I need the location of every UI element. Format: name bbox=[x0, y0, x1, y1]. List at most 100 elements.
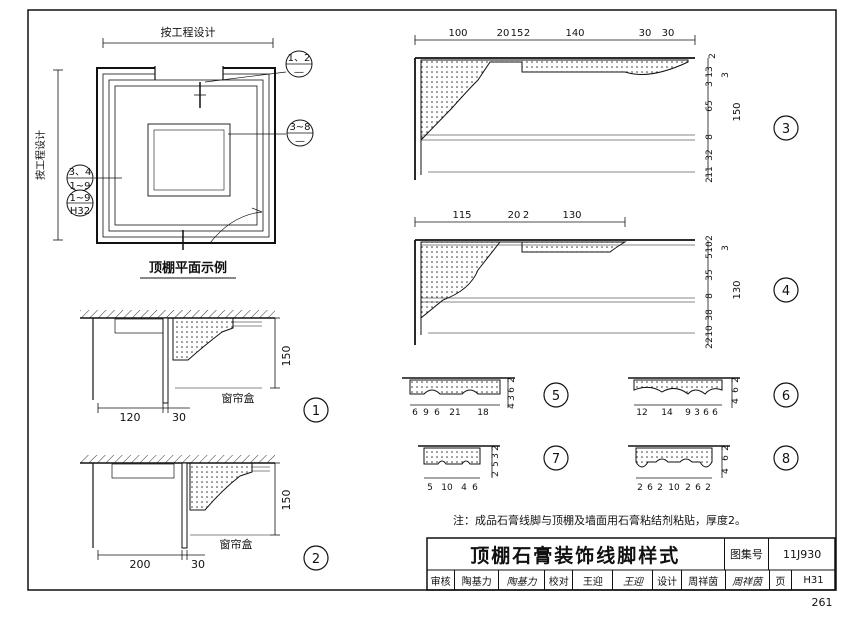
d6-b-9: 9 bbox=[685, 408, 691, 418]
d8-s-2: 2 bbox=[721, 445, 731, 451]
d3-r-150: 150 bbox=[732, 102, 743, 121]
d5-s-4: 4 bbox=[507, 403, 517, 409]
d8-b-2c: 2 bbox=[685, 483, 691, 493]
callout-3-8: 3~8 — bbox=[286, 119, 314, 147]
detail-5: 6 9 6 21 18 2 6 3 4 5 bbox=[402, 377, 569, 418]
detail1-label: 窗帘盒 bbox=[222, 391, 255, 405]
page-label: 页 bbox=[770, 570, 793, 590]
callout-3-4-top: 3、4 bbox=[69, 167, 92, 178]
detail1-dim-thick: 30 bbox=[172, 411, 186, 424]
callout-1-2: 1、2 — bbox=[285, 50, 313, 78]
d8-b-10: 10 bbox=[668, 483, 680, 493]
d7-s-2: 2 bbox=[491, 445, 501, 451]
detail-6: 12 14 9 3 6 6 2 6 4 6 bbox=[628, 377, 799, 418]
d3-r-13: 13 bbox=[705, 66, 715, 77]
plan-top-dim-label: 按工程设计 bbox=[161, 25, 216, 39]
d7-s-3: 3 bbox=[491, 453, 501, 459]
d7-s-2b: 2 bbox=[491, 471, 501, 477]
d3-top-20: 20 bbox=[497, 28, 510, 39]
d3-r-8: 8 bbox=[705, 134, 715, 140]
d8-b-2b: 2 bbox=[657, 483, 663, 493]
detail2-dim-width: 200 bbox=[130, 558, 151, 571]
d6-b-3: 3 bbox=[694, 408, 700, 418]
detail8-number: 8 bbox=[782, 452, 790, 467]
d7-b-5: 5 bbox=[427, 483, 433, 493]
plan-caption: 顶棚平面示例 bbox=[149, 260, 227, 276]
designer-signature: 周祥茵 bbox=[726, 570, 770, 590]
reviewer-signature: 陶基力 bbox=[499, 570, 546, 590]
d6-s-4: 4 bbox=[731, 398, 741, 404]
d4-r-8: 8 bbox=[705, 293, 715, 299]
callout-sheet-range: 1~9 bbox=[69, 193, 90, 204]
detail-8: 2 6 2 10 2 6 2 2 6 4 8 bbox=[628, 445, 799, 493]
d4-r-5: 5 bbox=[705, 253, 715, 259]
d3-top-30b: 30 bbox=[662, 28, 675, 39]
d4-top-115: 115 bbox=[452, 210, 471, 221]
d8-b-6b: 6 bbox=[695, 483, 701, 493]
d4-r-38: 38 bbox=[705, 309, 715, 321]
d5-s-2: 2 bbox=[507, 377, 517, 383]
atlas-label: 图集号 bbox=[725, 538, 770, 570]
d5-b-6a: 6 bbox=[412, 408, 418, 418]
d5-s-6: 6 bbox=[507, 387, 517, 393]
callout-3-4-bottom: 1~9 bbox=[69, 181, 90, 192]
detail1-dim-width: 120 bbox=[120, 411, 141, 424]
plan-side-dim-label: 按工程设计 bbox=[34, 130, 47, 180]
detail4-number: 4 bbox=[782, 284, 790, 299]
detail-4: 115 20 2 130 2 10 5 3 35 8 130 38 10 2 2… bbox=[414, 210, 799, 349]
d6-s-2: 2 bbox=[731, 377, 741, 383]
d8-b-2a: 2 bbox=[637, 483, 643, 493]
d8-s-6: 6 bbox=[721, 455, 731, 461]
detail1-dim-height: 150 bbox=[280, 346, 293, 367]
callout-3-4: 3、4 1~9 1~9 H32 bbox=[66, 164, 94, 217]
checker-name: 王迎 bbox=[573, 570, 614, 590]
d4-top-130: 130 bbox=[562, 210, 581, 221]
d3-top-15: 15 bbox=[511, 28, 524, 39]
d6-b-12: 12 bbox=[636, 408, 647, 418]
detail2-dim-thick: 30 bbox=[191, 558, 205, 571]
d5-b-6b: 6 bbox=[434, 408, 440, 418]
detail5-number: 5 bbox=[552, 389, 560, 404]
d8-b-2d: 2 bbox=[705, 483, 711, 493]
d7-b-6: 6 bbox=[472, 483, 478, 493]
d4-r-10b: 10 bbox=[705, 325, 715, 337]
drawing-title: 顶棚石膏装饰线脚样式 bbox=[427, 538, 725, 570]
title-block: 顶棚石膏装饰线脚样式 图集号 11J930 审核 陶基力 陶基力 校对 王迎 王… bbox=[427, 538, 835, 590]
detail3-number: 3 bbox=[782, 122, 790, 137]
title-block-row-1: 顶棚石膏装饰线脚样式 图集号 11J930 bbox=[427, 538, 835, 570]
callout-1-2-bottom: — bbox=[294, 67, 304, 78]
page-number: 261 bbox=[812, 596, 833, 609]
callout-3-8-bottom: — bbox=[295, 136, 305, 147]
d3-r-2b: 2 bbox=[705, 177, 715, 183]
detail-7: 5 10 4 6 2 3 5 2 7 bbox=[418, 445, 569, 493]
detail6-number: 6 bbox=[782, 389, 790, 404]
review-label: 审核 bbox=[427, 570, 456, 590]
detail2-dim-height: 150 bbox=[280, 490, 293, 511]
atlas-number: 11J930 bbox=[783, 547, 822, 561]
d8-s-4: 4 bbox=[721, 468, 731, 474]
d6-b-6a: 6 bbox=[703, 408, 709, 418]
checker-signature: 王迎 bbox=[613, 570, 654, 590]
reviewer-name: 陶基力 bbox=[455, 570, 500, 590]
detail-1: 120 30 150 窗帘盒 1 bbox=[80, 310, 329, 424]
d5-b-9: 9 bbox=[423, 408, 429, 418]
detail-2: 200 30 150 窗帘盒 2 bbox=[80, 455, 329, 571]
title-block-row-2: 审核 陶基力 陶基力 校对 王迎 王迎 设计 周祥茵 周祥茵 页 H31 bbox=[427, 570, 835, 590]
d4-top-20: 20 bbox=[508, 210, 521, 221]
d3-r-65: 65 bbox=[705, 100, 715, 111]
d6-b-6b: 6 bbox=[712, 408, 718, 418]
d6-s-6: 6 bbox=[731, 387, 741, 393]
detail2-label: 窗帘盒 bbox=[220, 537, 253, 551]
d3-r-11: 11 bbox=[705, 166, 715, 177]
title-block-frame bbox=[426, 537, 836, 591]
callout-1-2-top: 1、2 bbox=[288, 53, 311, 64]
d4-r-35: 35 bbox=[705, 269, 715, 280]
callout-3-8-top: 3~8 bbox=[289, 122, 310, 133]
d5-b-21: 21 bbox=[449, 408, 460, 418]
detail7-number: 7 bbox=[552, 452, 560, 467]
d8-b-6a: 6 bbox=[647, 483, 653, 493]
design-label: 设计 bbox=[653, 570, 682, 590]
d5-s-3: 3 bbox=[507, 395, 517, 401]
